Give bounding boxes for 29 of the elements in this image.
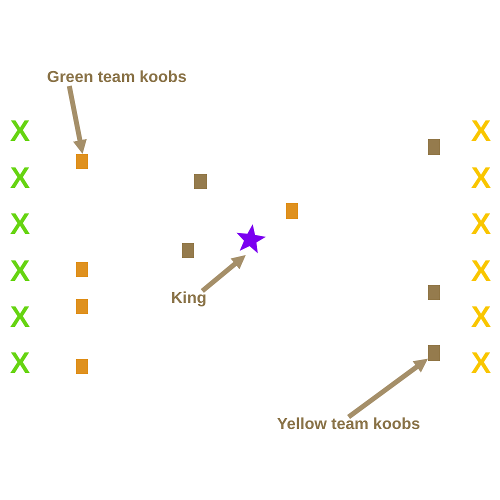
leader-arrow xyxy=(66,86,87,154)
koob-marker xyxy=(76,154,88,169)
callout-label: King xyxy=(171,291,207,307)
leader-arrow xyxy=(347,356,430,420)
x-mark: X xyxy=(471,353,492,375)
x-mark: X xyxy=(10,214,30,236)
koob-marker xyxy=(428,139,440,155)
koob-marker xyxy=(286,203,298,219)
x-mark: X xyxy=(471,214,492,236)
koob-marker xyxy=(428,285,440,300)
x-mark: X xyxy=(10,168,30,190)
callout-label: Yellow team koobs xyxy=(277,417,420,433)
koob-marker xyxy=(428,345,440,361)
koob-marker xyxy=(76,262,88,277)
koob-marker xyxy=(76,299,88,314)
koob-marker xyxy=(194,174,207,189)
x-mark: X xyxy=(471,168,492,190)
x-mark: X xyxy=(10,261,30,283)
x-mark: X xyxy=(471,307,492,329)
x-mark: X xyxy=(10,121,30,143)
leader-arrow xyxy=(200,253,248,293)
koob-marker xyxy=(182,243,194,258)
x-mark: X xyxy=(471,121,492,143)
star-icon xyxy=(235,223,266,255)
x-mark: X xyxy=(10,307,30,329)
callout-label: Green team koobs xyxy=(47,70,187,86)
x-mark: X xyxy=(471,261,492,283)
koob-marker xyxy=(76,359,88,374)
x-mark: X xyxy=(10,353,30,375)
